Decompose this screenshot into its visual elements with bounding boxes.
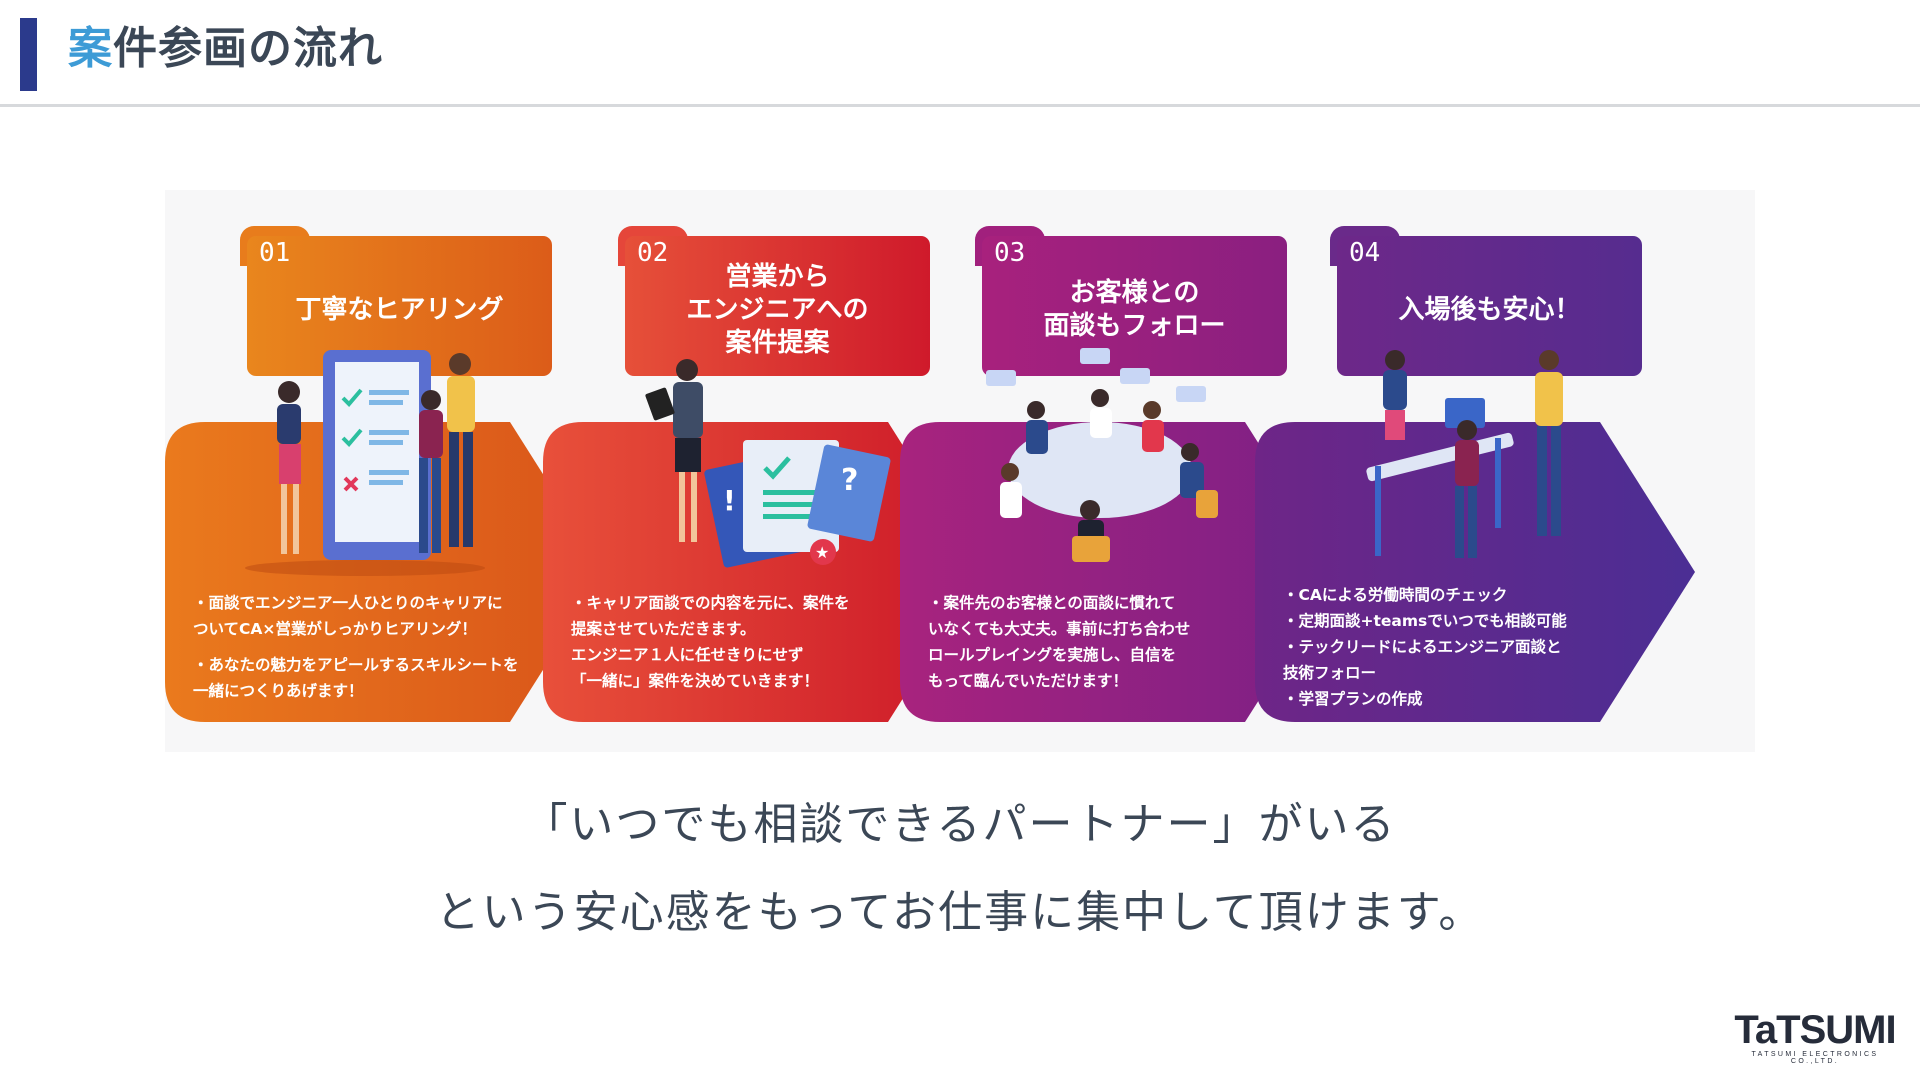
logo-wordmark: TaTSUMI: [1734, 1008, 1896, 1052]
step-3-bullet: ・案件先のお客様との面談に慣れて いなくても大丈夫。事前に打ち合わせ ロールプレ…: [928, 594, 1191, 690]
meeting-illustration: [986, 348, 1218, 562]
logo-subtitle: TATSUMI ELECTRONICS CO.,LTD.: [1751, 1051, 1879, 1065]
step-2-number: 02: [637, 238, 669, 268]
step-2-bullets: ・キャリア面談での内容を元に、案件を 提案させていただきます。 エンジニア１人に…: [571, 590, 919, 694]
step-4-bullet: ・定期面談+teamsでいつでも相談可能: [1283, 612, 1567, 630]
page-title: 案件参画の流れ: [68, 18, 383, 80]
header-divider: [0, 104, 1920, 107]
flow-diagram: 丁寧なヒアリング 01 ・面談でエンジニア一人ひとりのキャリアに つい: [165, 190, 1755, 752]
header-accent-bar: [20, 18, 37, 91]
step-4-bullet: ・学習プランの作成: [1283, 690, 1423, 708]
step-4-bullet: ・テックリードによるエンジニア面談と 技術フォロー: [1283, 638, 1562, 682]
step-1: 丁寧なヒアリング 01 ・面談でエンジニア一人ひとりのキャリアに つい: [165, 190, 605, 752]
svg-text:!: !: [723, 484, 736, 517]
hearing-illustration: [245, 350, 485, 576]
support-illustration: [1366, 350, 1563, 558]
step-4-arrow-shape: [1255, 422, 1695, 722]
step-4-title: 入場後も安心！: [1398, 294, 1581, 325]
step-2: 営業から エンジニアへの 案件提案 02 ? ! ★ ・キャリア面談での内容を元…: [543, 190, 983, 752]
step-3-title: お客様との 面談もフォロー: [1043, 278, 1226, 341]
step-3: お客様との 面談もフォロー 03 ・案件先のお客様との面談に慣れて いなくても大…: [900, 190, 1340, 752]
step-3-title-card: お客様との 面談もフォロー: [982, 236, 1287, 376]
svg-text:?: ?: [841, 463, 858, 498]
statement-line-2: という安心感をもってお仕事に集中して頂けます。: [435, 887, 1485, 938]
statement-line-1: 「いつでも相談できるパートナー」がいる: [523, 799, 1397, 850]
step-2-title: 営業から エンジニアへの 案件提案: [686, 261, 869, 358]
step-1-bullets: ・面談でエンジニア一人ひとりのキャリアに ついてCA×営業がしっかりヒアリング！…: [193, 590, 541, 704]
svg-text:★: ★: [815, 543, 829, 562]
step-2-bullet: ・キャリア面談での内容を元に、案件を 提案させていただきます。 エンジニア１人に…: [571, 594, 850, 690]
step-4-bullets: ・CAによる労働時間のチェック ・定期面談+teamsでいつでも相談可能 ・テッ…: [1283, 582, 1631, 712]
step-1-bullet: ・面談でエンジニア一人ひとりのキャリアに ついてCA×営業がしっかりヒアリング！: [193, 594, 503, 638]
step-3-number: 03: [994, 238, 1026, 268]
step-1-number: 01: [259, 238, 291, 268]
proposal-illustration: ? ! ★: [645, 359, 891, 568]
step-4: 入場後も安心！ 04 ・CAによる労働時間のチェック ・定期面談+teamsでい…: [1255, 190, 1695, 752]
step-2-title-card: 営業から エンジニアへの 案件提案: [625, 236, 930, 376]
step-4-bullet: ・CAによる労働時間のチェック: [1283, 586, 1508, 604]
step-1-bullet: ・あなたの魅力をアピールするスキルシートを 一緒につくりあげます！: [193, 656, 519, 700]
step-4-title-card: 入場後も安心！: [1337, 236, 1642, 376]
step-3-bullets: ・案件先のお客様との面談に慣れて いなくても大丈夫。事前に打ち合わせ ロールプレ…: [928, 590, 1276, 694]
page-title-accent: 案: [68, 23, 113, 74]
tatsumi-logo: TaTSUMI TATSUMI ELECTRONICS CO.,LTD.: [1728, 1010, 1902, 1065]
page-title-rest: 件参画の流れ: [113, 23, 383, 74]
step-1-title: 丁寧なヒアリング: [295, 294, 504, 325]
step-4-number: 04: [1349, 238, 1381, 268]
